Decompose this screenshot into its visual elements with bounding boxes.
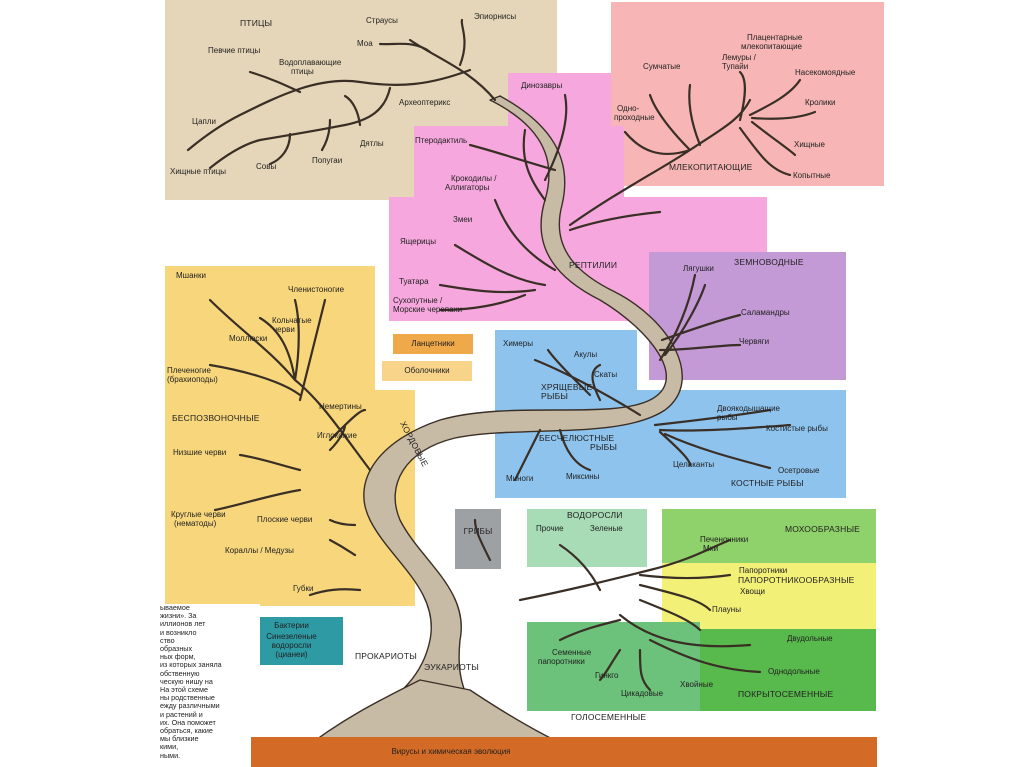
algae-title: ВОДОРОСЛИ <box>567 511 623 520</box>
label-sponges: Губки <box>293 584 313 593</box>
ground-label: Вирусы и химическая эволюция <box>331 747 571 756</box>
label-roundworms-1: Круглые черви <box>171 510 226 519</box>
label-clubmosses: Плауны <box>712 605 741 614</box>
label-lungfish-1: Двоякодышащие <box>717 404 780 413</box>
label-flatworms: Плоские черви <box>257 515 312 524</box>
invertebrates-title: БЕСПОЗВОНОЧНЫЕ <box>172 414 260 423</box>
label-nemerteans: Немертины <box>319 402 362 411</box>
branch-amphibians <box>660 275 740 360</box>
label-monotremes-1: Одно- <box>617 104 639 113</box>
label-rabbits: Кролики <box>805 98 836 107</box>
label-seed-ferns-2: папоротники <box>538 657 585 666</box>
label-salamanders: Саламандры <box>741 308 790 317</box>
label-songbirds: Певчие птицы <box>208 46 260 55</box>
label-woodpeckers: Дятлы <box>360 139 384 148</box>
bony-fish-title: КОСТНЫЕ РЫБЫ <box>731 479 804 488</box>
label-placental-1: Плацентарные <box>747 33 802 42</box>
birds-title: ПТИЦЫ <box>240 19 272 28</box>
label-moa: Моа <box>357 39 373 48</box>
label-cycads: Цикадовые <box>621 689 663 698</box>
label-ginkgo: Гинкго <box>595 671 618 680</box>
label-ostriches: Страусы <box>366 16 398 25</box>
label-caecilians: Червяги <box>739 337 769 346</box>
label-algae-green: Зеленые <box>590 524 623 533</box>
ferns-title: ПАПОРОТНИКООБРАЗНЫЕ <box>738 576 855 585</box>
gymnosperms-title: ГОЛОСЕМЕННЫЕ <box>571 713 646 722</box>
label-archaeopteryx: Археоптерикс <box>399 98 450 107</box>
label-marsupials: Сумчатые <box>643 62 681 71</box>
side-text-fragment: ываемое жизни». За иллионов лет и возник… <box>160 604 260 760</box>
label-liverworts-1: Печеночники <box>700 535 748 544</box>
mammals-title: МЛЕКОПИТАЮЩИЕ <box>669 163 753 172</box>
label-lower-worms: Низшие черви <box>173 448 226 457</box>
label-chimaeras: Химеры <box>503 339 533 348</box>
label-lizards: Ящерицы <box>400 237 436 246</box>
label-waterfowl-1: Водоплавающие <box>279 58 341 67</box>
label-lungfish-2: рыбы <box>717 413 738 422</box>
label-monotremes-2: проходные <box>614 113 655 122</box>
label-conifers: Хвойные <box>680 680 713 689</box>
label-seed-ferns-1: Семенные <box>552 648 591 657</box>
label-annelids-1: Кольчатые <box>272 316 312 325</box>
label-coelacanths: Целаканты <box>673 460 714 469</box>
label-teleosts: Костистые рыбы <box>766 424 828 433</box>
label-carnivores: Хищные <box>794 140 825 149</box>
cartilaginous-title-2: РЫБЫ <box>541 392 568 401</box>
label-hagfish: Миксины <box>566 472 599 481</box>
label-arthropods: Членистоногие <box>288 285 344 294</box>
label-turtles-1: Сухопутные / <box>393 296 442 305</box>
label-annelids-2: черви <box>273 325 295 334</box>
label-horsetails: Хвощи <box>740 587 765 596</box>
label-roundworms-2: (нематоды) <box>174 519 216 528</box>
label-monocots: Однодольные <box>768 667 820 676</box>
label-tuatara: Туатара <box>399 277 429 286</box>
label-lampreys: Миноги <box>506 474 533 483</box>
jawless-title-2: РЫБЫ <box>590 443 617 452</box>
mosses-title: МОХООБРАЗНЫЕ <box>785 525 860 534</box>
eukaryotes-title: ЭУКАРИОТЫ <box>424 663 479 672</box>
reptiles-title: РЕПТИЛИИ <box>569 261 617 270</box>
label-liverworts-2: Мхи <box>703 544 718 553</box>
label-waterfowl-2: птицы <box>291 67 314 76</box>
label-crocodiles-2: Аллигаторы <box>445 183 489 192</box>
label-dinosaurs: Динозавры <box>521 81 562 90</box>
label-ferns: Папоротники <box>739 566 787 575</box>
label-algae-other: Прочие <box>536 524 564 533</box>
label-birds-of-prey: Хищные птицы <box>170 167 226 176</box>
label-turtles-2: Морские черепахи <box>393 305 462 314</box>
amphibians-title: ЗЕМНОВОДНЫЕ <box>734 258 804 267</box>
label-parrots: Попугаи <box>312 156 342 165</box>
label-bryozoa: Мшанки <box>176 271 206 280</box>
label-lemurs-2: Тупайи <box>722 62 748 71</box>
label-aepyornis: Эпиорнисы <box>474 12 516 21</box>
label-ungulates: Копытные <box>793 171 830 180</box>
label-tunicates: Оболочники <box>382 366 472 375</box>
label-placental-2: млекопитающие <box>741 42 802 51</box>
label-insectivores: Насекомоядные <box>795 68 855 77</box>
branch-birds <box>188 20 495 168</box>
label-sturgeons: Осетровые <box>778 466 819 475</box>
label-molluscs: Моллюски <box>229 334 267 343</box>
label-herons: Цапли <box>192 117 216 126</box>
label-fungi: ГРИБЫ <box>455 527 501 536</box>
label-echinoderms: Иглокожие <box>317 431 357 440</box>
branch-mammals <box>570 72 815 225</box>
label-pterodactyl: Птеродактиль <box>415 136 467 145</box>
label-snakes: Змеи <box>453 215 472 224</box>
label-rays: Скаты <box>594 370 617 379</box>
label-lancelets: Ланцетники <box>393 339 473 348</box>
label-corals: Кораллы / Медузы <box>225 546 294 555</box>
angiosperms-title: ПОКРЫТОСЕМЕННЫЕ <box>738 690 833 699</box>
label-crocodiles-1: Крокодилы / <box>451 174 496 183</box>
prokaryotes-title: ПРОКАРИОТЫ <box>355 652 417 661</box>
label-brachiopods-1: Плеченогие <box>167 366 211 375</box>
label-lemurs-1: Лемуры / <box>722 53 756 62</box>
label-owls: Совы <box>256 162 276 171</box>
label-frogs: Лягушки <box>683 264 714 273</box>
label-brachiopods-2: (брахиоподы) <box>167 375 218 384</box>
label-sharks: Акулы <box>574 350 597 359</box>
label-dicots: Двудольные <box>787 634 833 643</box>
